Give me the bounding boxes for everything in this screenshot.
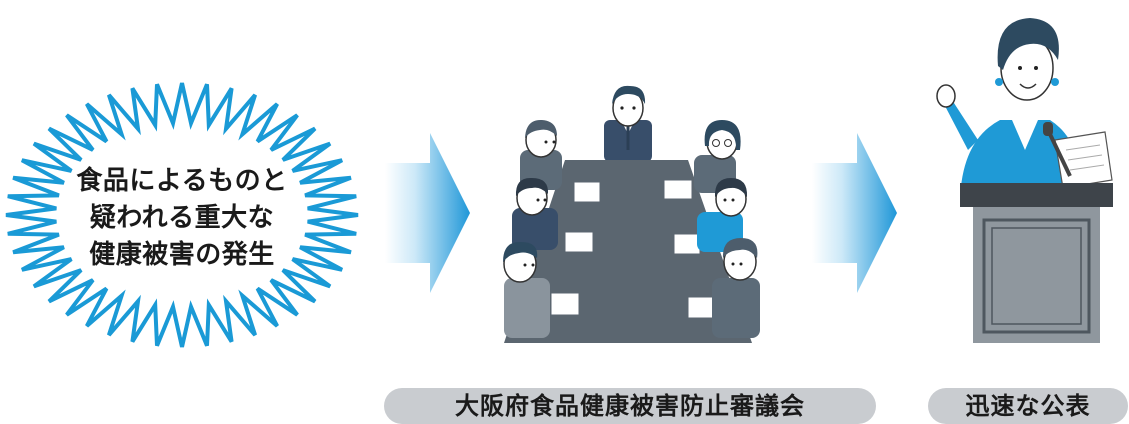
burst-shape	[5, 82, 359, 348]
podium-top	[960, 183, 1113, 207]
announcement-label: 迅速な公表	[928, 388, 1128, 424]
event-line-1: 食品によるものと	[76, 166, 288, 196]
event-text: 食品によるものと 疑われる重大な 健康被害の発生	[62, 163, 302, 274]
arrow-2	[812, 133, 897, 293]
event-line-2: 疑われる重大な	[89, 203, 275, 233]
speaker-illustration	[936, 18, 1113, 343]
council-label: 大阪府食品健康被害防止審議会	[384, 388, 876, 424]
event-line-3: 健康被害の発生	[89, 240, 275, 270]
person-left-2	[512, 177, 558, 250]
person-right-3	[712, 238, 760, 338]
person-chairman	[604, 85, 652, 162]
person-left-3	[503, 241, 550, 338]
meeting-illustration	[503, 85, 760, 343]
podium-body	[973, 207, 1100, 343]
arrow-1	[385, 133, 470, 293]
